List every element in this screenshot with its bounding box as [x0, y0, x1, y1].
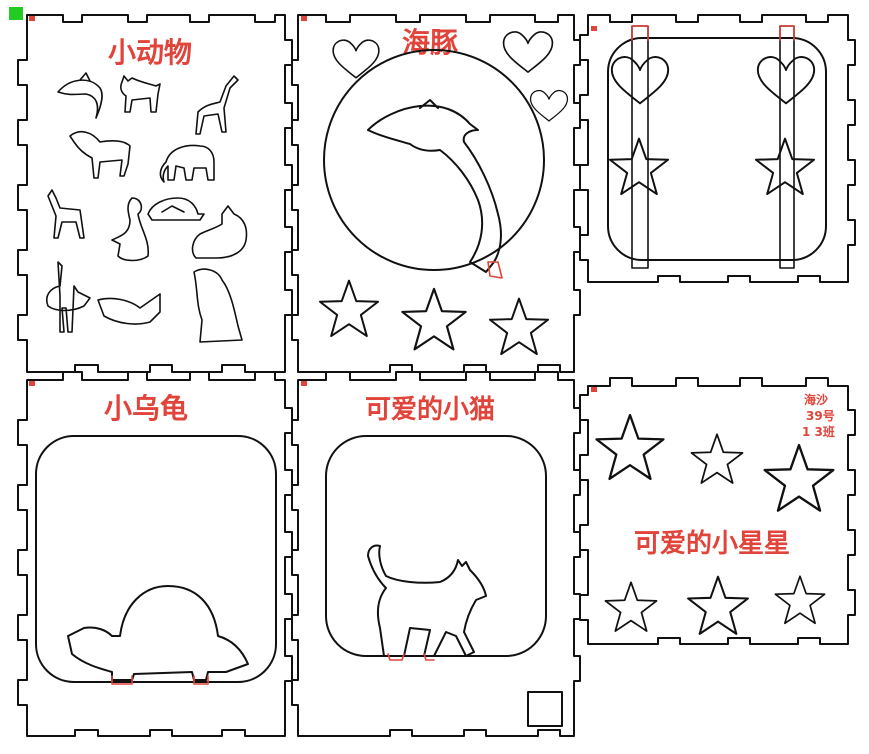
turtle-icon [147, 197, 205, 221]
ostrich-icon [45, 261, 91, 333]
star-icon [595, 413, 665, 481]
dolphin-frame-circle [323, 49, 545, 271]
corner-mark [29, 381, 35, 386]
star-icon [488, 297, 550, 356]
fish-icon [97, 293, 161, 325]
note-line-3: 1 3班 [802, 424, 835, 439]
deer-icon [47, 189, 85, 239]
panel-top [579, 14, 856, 283]
panel-cat: 可爱的小猫 [291, 371, 581, 737]
turtle-foot-tab-left [111, 675, 133, 685]
corner-square [527, 691, 563, 727]
panel-outline [291, 14, 581, 373]
panel-animals: 小动物 [17, 14, 293, 373]
cat-foot-tab-right [423, 653, 435, 661]
panel-stars: 可爱的小星星 海沙 39号 1 3班 [579, 377, 856, 645]
star-icon [690, 433, 744, 484]
turtle-icon [67, 585, 249, 681]
panel-title: 可爱的小星星 [634, 528, 790, 559]
star-icon [754, 137, 816, 196]
seal-icon [111, 197, 150, 262]
window-frame [325, 435, 547, 657]
star-icon [401, 287, 467, 351]
corner-mark [591, 26, 597, 31]
heart-icon [502, 31, 554, 73]
corner-marks [29, 16, 597, 392]
horse-icon [69, 130, 131, 179]
star-icon [687, 575, 749, 635]
window-outer [607, 37, 827, 261]
cat-icon [367, 544, 487, 657]
corner-mark [301, 381, 307, 386]
panel-title: 小乌龟 [104, 392, 188, 425]
rail-right-tab [779, 25, 795, 41]
dolphin-icon [367, 99, 502, 273]
origin-marker [9, 7, 23, 20]
panel-title: 小动物 [108, 36, 192, 69]
star-icon [763, 443, 835, 512]
giraffe-icon [195, 75, 239, 135]
heart-icon [610, 56, 670, 105]
panel-title: 海豚 [402, 26, 458, 59]
rabbit-icon [191, 205, 248, 259]
star-icon [608, 137, 670, 196]
star-icon [604, 581, 658, 632]
cat-foot-tab-left [387, 653, 405, 661]
cat-icon [120, 75, 161, 113]
heart-icon [332, 39, 380, 79]
dolphin-tail-tab [487, 261, 503, 279]
star-icon [774, 575, 826, 625]
heart-icon [756, 56, 816, 105]
rail-left-tab [631, 25, 649, 41]
panel-outline [579, 377, 856, 645]
corner-mark [29, 16, 35, 21]
panel-outline [579, 14, 856, 283]
penguin-icon [193, 268, 243, 343]
corner-mark [591, 387, 597, 392]
note-line-2: 39号 [806, 408, 835, 423]
dolphin-icon [57, 72, 103, 119]
panel-dolphin: 海豚 [291, 14, 581, 373]
panel-turtle: 小乌龟 [17, 371, 293, 737]
panel-title: 可爱的小猫 [365, 394, 495, 425]
star-icon [318, 279, 380, 338]
panel-outline [291, 371, 581, 737]
turtle-foot-tab-right [193, 675, 209, 685]
note-line-1: 海沙 [804, 392, 828, 407]
window-frame [35, 435, 277, 683]
corner-mark [301, 16, 307, 21]
elephant-icon [159, 144, 215, 183]
